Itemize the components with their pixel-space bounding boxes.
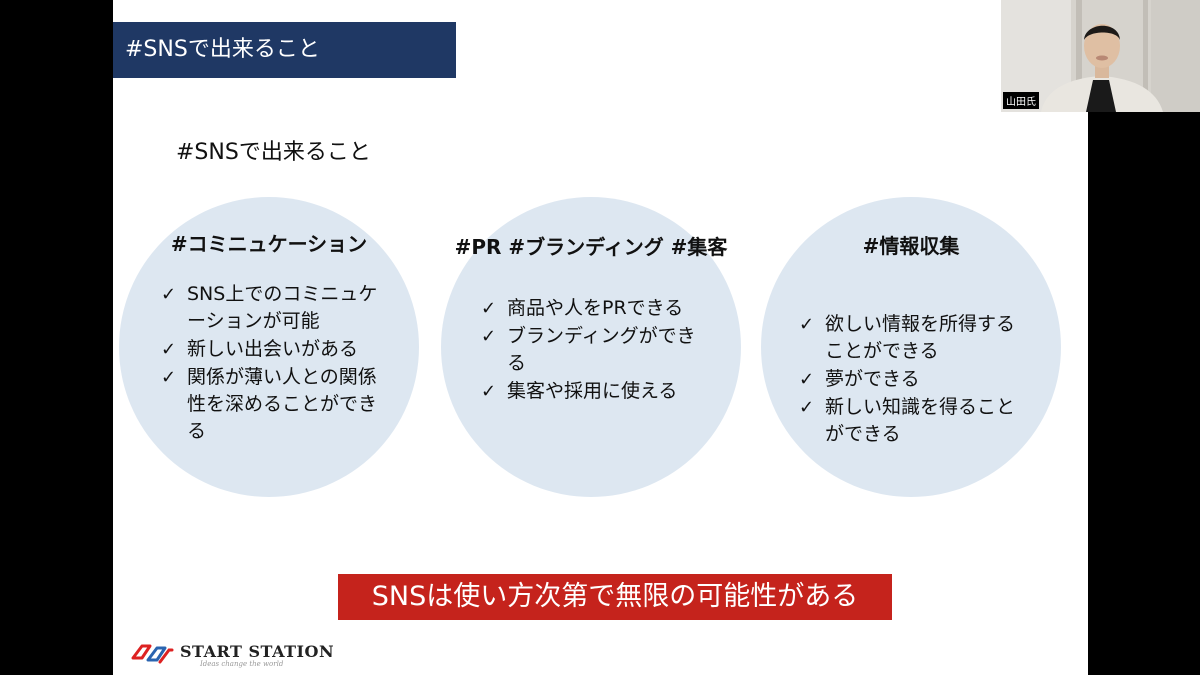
list-item: ✓欲しい情報を所得することができる [799, 313, 1016, 362]
check-icon: ✓ [799, 397, 815, 418]
logo-tagline: Ideas change the world [200, 660, 284, 668]
circle-information: #情報収集 ✓欲しい情報を所得することができる ✓夢ができる ✓新しい知識を得る… [761, 197, 1061, 497]
check-icon: ✓ [161, 284, 177, 305]
list-item: ✓新しい出会いがある [161, 336, 391, 363]
circle-title: #PR #ブランディング #集客 [454, 235, 728, 259]
webcam-feed [1001, 0, 1200, 112]
list-item: ✓夢ができる [799, 366, 1027, 393]
slide-header: #SNSで出来ること [113, 22, 456, 78]
list-item: ✓関係が薄い人との関係性を深めることができる [161, 366, 378, 442]
circle-communication: #コミニュケーション ✓SNS上でのコミニュケーションが可能 ✓新しい出会いがあ… [119, 197, 419, 497]
list-item: ✓ブランディングができる [481, 325, 696, 374]
check-icon: ✓ [481, 298, 497, 319]
webcam-video-tile[interactable]: 山田氏 [1001, 0, 1200, 112]
participant-name-label: 山田氏 [1003, 92, 1039, 109]
circle-items: ✓欲しい情報を所得することができる ✓夢ができる ✓新しい知識を得ることができる [799, 311, 1027, 449]
logo-name: START STATION [180, 642, 335, 661]
list-item: ✓商品や人をPRできる [481, 295, 706, 322]
logo-icon [131, 644, 174, 664]
check-icon: ✓ [481, 381, 497, 402]
presentation-slide: #SNSで出来ること #SNSで出来ること #コミニュケーション ✓SNS上での… [113, 0, 1088, 675]
circle-pr-branding: #PR #ブランディング #集客 ✓商品や人をPRできる ✓ブランディングができ… [441, 197, 741, 497]
check-icon: ✓ [481, 326, 497, 347]
check-icon: ✓ [799, 369, 815, 390]
conclusion-banner: SNSは使い方次第で無限の可能性がある [338, 574, 892, 620]
circle-items: ✓商品や人をPRできる ✓ブランディングができる ✓集客や採用に使える [481, 295, 706, 406]
list-item: ✓集客や採用に使える [481, 378, 706, 405]
check-icon: ✓ [799, 314, 815, 335]
start-station-logo: START STATION Ideas change the world [130, 638, 334, 668]
check-icon: ✓ [161, 339, 177, 360]
circle-title: #コミニュケーション [170, 232, 368, 256]
list-item: ✓新しい知識を得ることができる [799, 396, 1016, 445]
list-item: ✓SNS上でのコミニュケーションが可能 [161, 283, 378, 332]
check-icon: ✓ [161, 367, 177, 388]
slide-subtitle: #SNSで出来ること [176, 140, 371, 165]
circle-title: #情報収集 [862, 234, 960, 258]
circle-items: ✓SNS上でのコミニュケーションが可能 ✓新しい出会いがある ✓関係が薄い人との… [161, 281, 391, 446]
